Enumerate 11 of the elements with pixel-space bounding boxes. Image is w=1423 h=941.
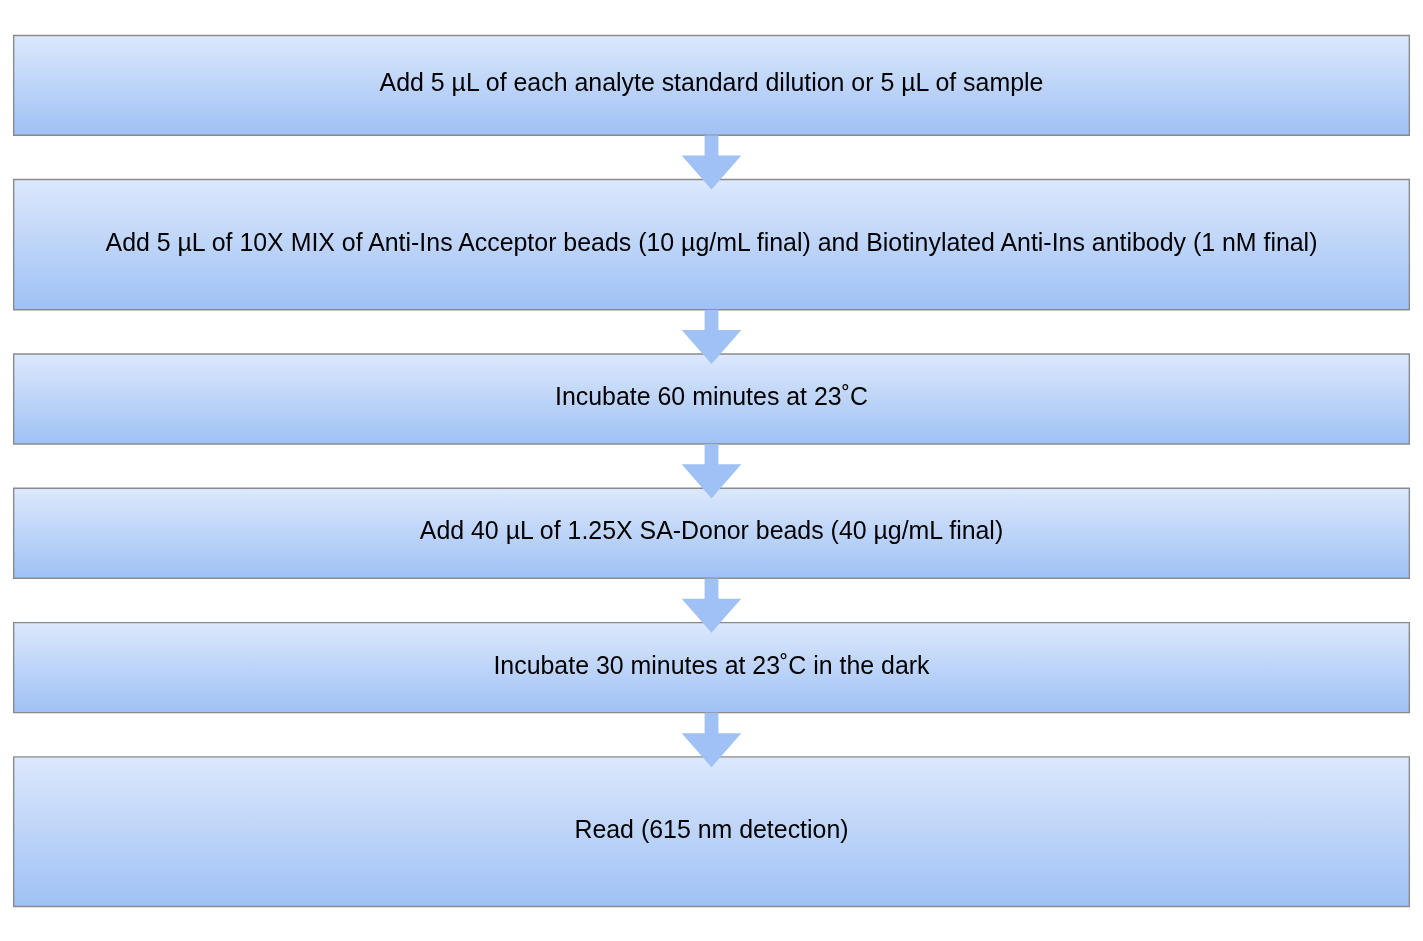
arrow bbox=[681, 578, 742, 633]
node-box: Add 5 µL of 10X MIX of Anti-Ins Acceptor beads (10 µg/mL final) and Biotinylated Anti-Ins antibody (1 nM final) bbox=[12, 178, 1411, 310]
node-box: Read (615 nm detection) bbox=[12, 755, 1411, 907]
node-box: Add 5 µL of each analyte standard dilution or 5 µL of sample bbox=[12, 34, 1411, 136]
node-box: Add 40 µL of 1.25X SA-Donor beads (40 µg/mL final) bbox=[12, 487, 1411, 579]
arrow bbox=[681, 134, 742, 190]
arrow bbox=[681, 443, 742, 498]
node-box: Incubate 30 minutes at 23˚C in the dark bbox=[12, 621, 1411, 713]
arrow bbox=[681, 309, 742, 364]
node-box: Incubate 60 minutes at 23˚C bbox=[12, 352, 1411, 445]
arrow bbox=[681, 712, 742, 767]
